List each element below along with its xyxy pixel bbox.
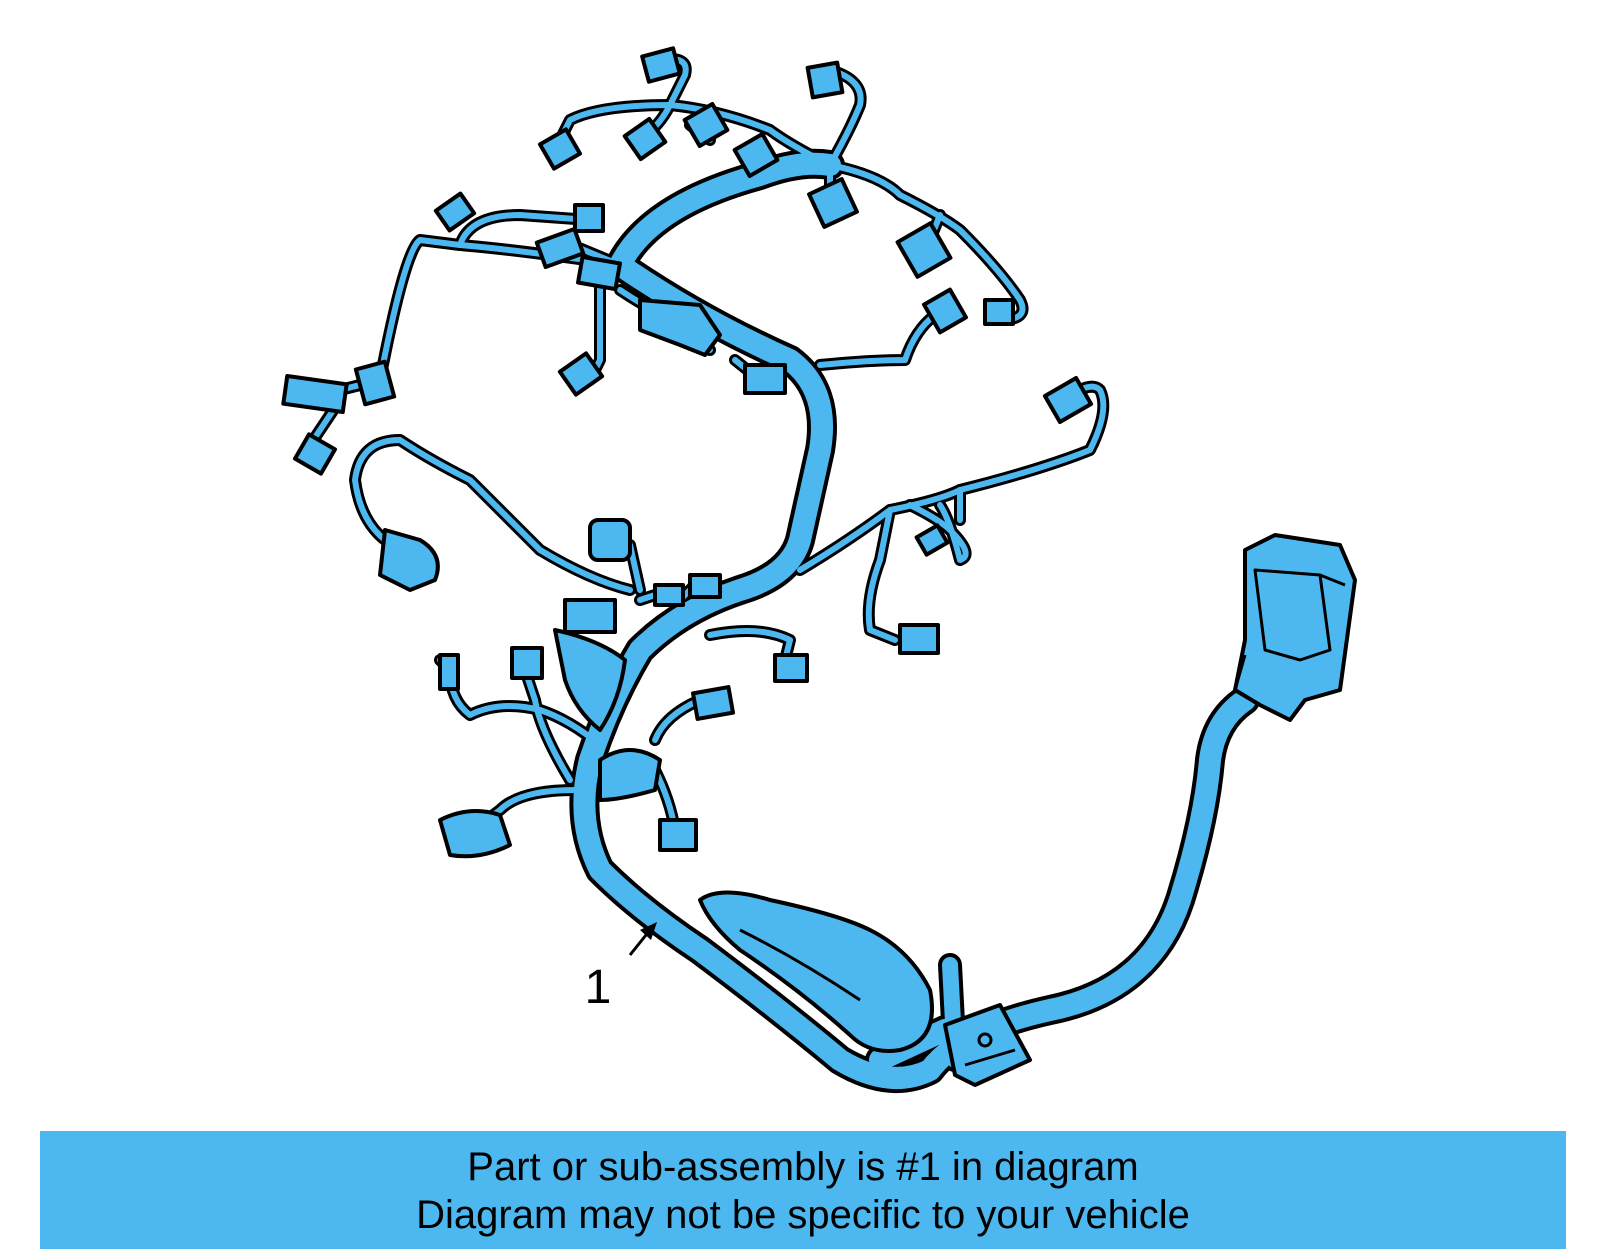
disclaimer-banner: Part or sub-assembly is #1 in diagram Di… bbox=[40, 1131, 1566, 1249]
harness-bracket bbox=[553, 628, 627, 732]
wire bbox=[522, 667, 573, 783]
connector-small bbox=[732, 132, 780, 178]
connector-small bbox=[353, 359, 397, 407]
connector-small bbox=[640, 46, 682, 84]
connector-group bbox=[281, 46, 1357, 1087]
connector-small bbox=[805, 60, 845, 100]
wire bbox=[573, 254, 1256, 1089]
wire bbox=[352, 437, 633, 593]
connector-small bbox=[438, 653, 460, 691]
connector-small bbox=[622, 116, 668, 162]
callout-1: 1 bbox=[585, 922, 657, 1014]
connector-small bbox=[576, 254, 622, 292]
connector-small bbox=[983, 298, 1015, 326]
wire bbox=[457, 212, 593, 248]
callout-label: 1 bbox=[585, 961, 612, 1014]
connector-small bbox=[653, 583, 685, 607]
connector-small bbox=[682, 102, 730, 148]
wire bbox=[477, 787, 578, 828]
harness-clip bbox=[598, 748, 662, 802]
connector-small bbox=[433, 191, 477, 233]
wire bbox=[587, 282, 604, 383]
connector-small bbox=[807, 177, 859, 229]
wire bbox=[907, 502, 969, 563]
connector-small bbox=[281, 373, 349, 415]
connector-small bbox=[538, 127, 582, 171]
connector-small bbox=[510, 646, 544, 680]
wire bbox=[827, 67, 864, 168]
wire-outline bbox=[814, 309, 941, 371]
connector-small bbox=[743, 363, 787, 395]
wire bbox=[827, 162, 1026, 323]
wire bbox=[609, 152, 841, 276]
connector-small bbox=[557, 351, 605, 397]
connector-small bbox=[293, 432, 337, 476]
main-body-connector bbox=[1233, 533, 1357, 722]
connector-small bbox=[658, 818, 698, 852]
connector-oval bbox=[438, 809, 512, 859]
wire bbox=[707, 628, 793, 663]
wire bbox=[865, 507, 898, 643]
connector-round bbox=[378, 528, 440, 592]
connector-small bbox=[1042, 376, 1094, 424]
wire bbox=[817, 312, 938, 368]
connector-small bbox=[573, 203, 605, 233]
connector-small bbox=[914, 523, 950, 557]
banner-line-2: Diagram may not be specific to your vehi… bbox=[416, 1193, 1190, 1237]
connector-small bbox=[638, 298, 722, 357]
connector-small bbox=[691, 685, 735, 721]
wire bbox=[797, 383, 1107, 573]
connector-small bbox=[895, 221, 953, 279]
connector-small bbox=[898, 623, 940, 655]
connector-small bbox=[688, 573, 722, 599]
wire bbox=[437, 657, 603, 748]
banner-line-1: Part or sub-assembly is #1 in diagram bbox=[467, 1145, 1139, 1189]
connector-small bbox=[922, 287, 968, 335]
connector-small bbox=[534, 226, 586, 270]
connector-small bbox=[563, 598, 617, 634]
connector-small bbox=[588, 518, 632, 562]
connector-small bbox=[773, 653, 809, 683]
